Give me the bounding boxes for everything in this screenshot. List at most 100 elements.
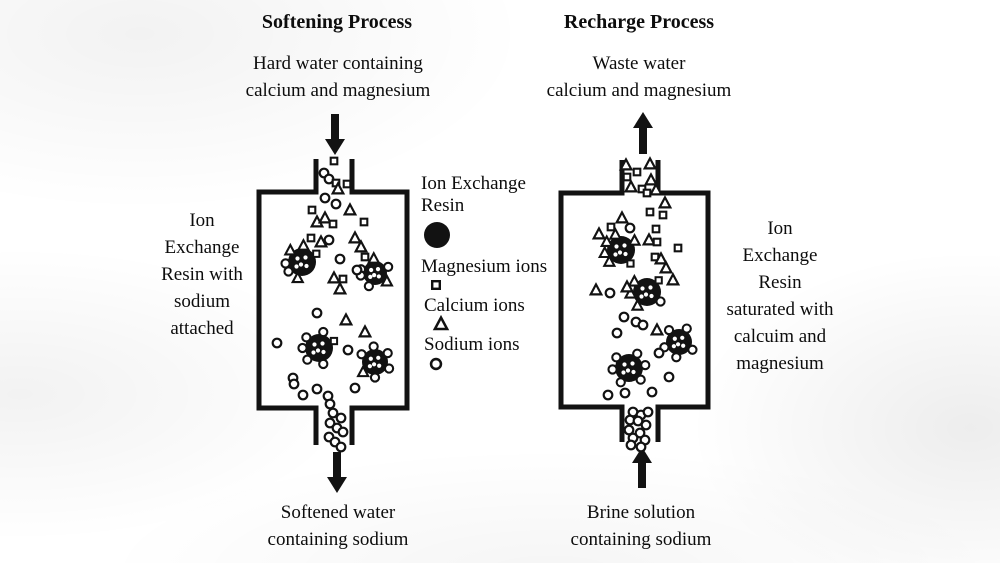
- calcium-ion-icon: [366, 251, 381, 264]
- magnesium-ion-icon: [329, 156, 339, 166]
- calcium-ion-icon: [641, 232, 657, 246]
- resin-ball-icon: [623, 273, 666, 311]
- resin-ball-icon: [597, 226, 642, 268]
- calcium-ion-icon: [313, 234, 329, 248]
- sodium-ion-icon: [607, 364, 618, 375]
- sodium-ion-icon: [368, 341, 379, 352]
- sodium-ion-icon: [342, 344, 354, 356]
- sodium-ion-icon: [363, 281, 375, 292]
- legend-calcium-label: Calcium ions: [424, 295, 525, 316]
- sodium-ion-icon: [319, 192, 331, 204]
- calcium-ion-icon: [602, 254, 617, 267]
- magnesium-ion-icon: [307, 205, 317, 215]
- sodium-ion-icon: [351, 264, 363, 276]
- magnesium-ion-icon: [430, 279, 442, 291]
- calcium-ion-icon: [432, 314, 450, 331]
- calcium-ion-icon: [665, 272, 681, 286]
- legend-sodium-label: Sodium ions: [424, 334, 520, 355]
- magnesium-ion-icon: [329, 336, 339, 346]
- sodium-ion-icon: [619, 387, 631, 399]
- waste-water-label: Waste water calcium and magnesium: [546, 53, 732, 101]
- sodium-ion-icon: [646, 386, 658, 398]
- sodium-ion-icon: [271, 337, 283, 349]
- magnesium-ion-icon: [626, 259, 635, 268]
- hard-water-inflow-arrow: [325, 114, 345, 155]
- calcium-ion-icon: [599, 234, 614, 247]
- sodium-ion-icon: [330, 198, 342, 210]
- sodium-ion-icon: [655, 296, 666, 307]
- calcium-ion-icon: [356, 364, 370, 378]
- calcium-ion-icon: [630, 297, 645, 311]
- magnesium-ion-icon: [328, 219, 338, 229]
- sodium-ion-icon: [663, 324, 675, 336]
- softening-process-title: Softening Process: [261, 11, 413, 33]
- sodium-ion-icon: [615, 377, 626, 388]
- sodium-ion-icon: [640, 360, 651, 371]
- magnesium-ion-icon: [651, 224, 661, 234]
- sodium-ion-icon: [634, 427, 646, 439]
- sodium-ion-icon: [618, 311, 630, 323]
- sodium-ion-icon: [311, 383, 323, 395]
- sodium-ion-icon: [318, 358, 329, 370]
- brine-solution-label: Brine solution containing sodium: [570, 502, 712, 550]
- sodium-ion-icon: [623, 424, 635, 436]
- sodium-ion-icon: [356, 349, 367, 360]
- magnesium-ion-icon: [338, 274, 348, 284]
- sodium-ion-icon: [687, 344, 698, 355]
- sodium-ion-icon: [323, 234, 335, 246]
- sodium-ion-icon: [383, 363, 395, 374]
- calcium-ion-icon: [317, 210, 333, 224]
- sodium-ion-icon: [635, 441, 647, 453]
- softened-water-outflow-arrow: [327, 452, 347, 493]
- sodium-ion-icon: [327, 407, 339, 419]
- calcium-ion-icon: [591, 226, 607, 240]
- calcium-ion-icon: [608, 226, 623, 240]
- vessel-outline: [256, 159, 319, 445]
- calcium-ion-icon: [623, 179, 639, 193]
- resin-ball-icon: [356, 341, 395, 383]
- sodium-ion-icon: [283, 266, 294, 277]
- calcium-ion-icon: [357, 324, 373, 338]
- magnesium-ion-icon: [606, 222, 616, 232]
- waste-water-outflow-arrow: [633, 112, 653, 154]
- sodium-ion-icon: [324, 417, 336, 429]
- sodium-ion-icon: [611, 352, 622, 363]
- calcium-ion-icon: [627, 273, 642, 287]
- sodium-ion-icon: [671, 352, 682, 363]
- sodium-ion-icon: [324, 398, 336, 410]
- resin-saturated-label: Ion Exchange Resin saturated with calcui…: [726, 218, 834, 374]
- sodium-ion-icon: [318, 326, 329, 338]
- legend-magnesium-label: Magnesium ions: [421, 256, 548, 277]
- sodium-ion-icon: [301, 332, 312, 343]
- resin-ball-icon: [280, 238, 321, 284]
- recharge-vessel: [558, 112, 711, 488]
- magnesium-ion-icon: [360, 252, 370, 262]
- magnesium-ion-icon: [359, 217, 369, 227]
- resin-sodium-attached-label: Ion Exchange Resin with sodium attached: [161, 210, 243, 339]
- softened-water-label: Softened water containing sodium: [267, 502, 409, 550]
- magnesium-ion-icon: [652, 237, 662, 247]
- magnesium-ion-icon: [654, 276, 663, 285]
- calcium-ion-icon: [657, 195, 673, 209]
- calcium-ion-icon: [326, 270, 342, 284]
- resin-ball-icon: [297, 326, 339, 370]
- magnesium-ion-symbol: [430, 279, 442, 291]
- sodium-ion-icon: [625, 439, 637, 451]
- magnesium-ion-icon: [632, 167, 642, 177]
- hard-water-label: Hard water containing calcium and magnes…: [245, 53, 431, 101]
- magnesium-ion-icon: [658, 210, 668, 220]
- vessel-outline: [558, 160, 625, 442]
- calcium-ion-icon: [380, 273, 394, 287]
- recharge-process-title: Recharge Process: [563, 11, 715, 33]
- magnesium-ion-icon: [673, 243, 683, 253]
- sodium-ion-icon: [297, 389, 309, 401]
- calcium-ion-icon: [614, 210, 630, 224]
- calcium-ion-icon: [653, 251, 669, 265]
- calcium-ion-icon: [642, 156, 658, 170]
- sodium-ion-icon: [632, 415, 644, 427]
- sodium-ion-icon: [637, 319, 649, 331]
- sodium-ion-icon: [335, 441, 347, 453]
- calcium-ion-icon: [618, 157, 634, 171]
- sodium-ion-icon: [604, 287, 616, 299]
